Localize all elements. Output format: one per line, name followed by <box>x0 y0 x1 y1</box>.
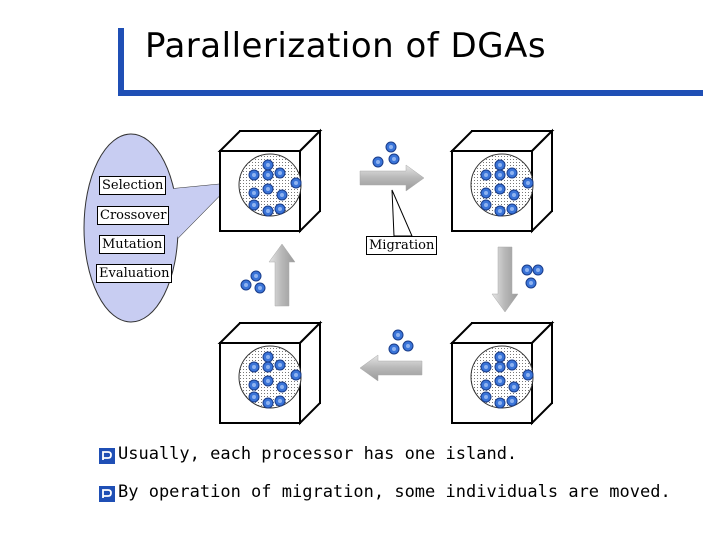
selection-label: Selection <box>99 176 167 195</box>
individual-icon <box>494 375 506 387</box>
migration-arrow-left <box>359 354 423 382</box>
individual-icon <box>506 359 518 371</box>
individual-icon <box>262 205 274 217</box>
checkbox-bullet-icon <box>99 486 115 502</box>
individual-icon <box>240 279 252 291</box>
bullet-text: Usually, each processor has one island. <box>118 444 518 464</box>
individual-icon <box>494 183 506 195</box>
individual-icon <box>385 141 397 153</box>
crossover-label: Crossover <box>97 206 170 225</box>
evaluation-label: Evaluation <box>96 264 173 283</box>
individual-icon <box>248 187 260 199</box>
individual-icon <box>532 264 544 276</box>
individual-icon <box>262 397 274 409</box>
individual-icon <box>388 153 400 165</box>
individual-icon <box>248 169 260 181</box>
migrant-group <box>372 141 400 168</box>
individual-icon <box>480 199 492 211</box>
island-cube <box>449 320 555 426</box>
individual-icon <box>506 167 518 179</box>
individual-icon <box>274 167 286 179</box>
migrant-group <box>521 264 544 289</box>
individual-icon <box>480 169 492 181</box>
island-cube <box>449 128 555 234</box>
individual-icon <box>254 282 266 294</box>
individual-icon <box>276 189 288 201</box>
individual-icon <box>494 361 506 373</box>
individual-icon <box>262 159 274 171</box>
title-accent-bar-vertical <box>118 28 124 96</box>
individual-icon <box>262 351 274 363</box>
individual-icon <box>290 369 302 381</box>
individual-icon <box>274 359 286 371</box>
individual-icon <box>290 177 302 189</box>
individual-icon <box>248 199 260 211</box>
bullet-text: By operation of migration, some individu… <box>118 482 671 502</box>
migrant-group <box>240 270 266 294</box>
individual-icon <box>480 379 492 391</box>
island-cube <box>217 128 323 234</box>
individual-icon <box>521 264 533 276</box>
operators-callout <box>83 133 234 323</box>
individual-icon <box>250 270 262 282</box>
individual-icon <box>494 205 506 217</box>
title-accent-bar-horizontal <box>118 90 703 96</box>
individual-icon <box>480 187 492 199</box>
individual-icon <box>525 277 537 289</box>
individual-icon <box>522 177 534 189</box>
individual-icon <box>274 395 286 407</box>
individual-icon <box>480 391 492 403</box>
individual-icon <box>494 159 506 171</box>
individual-icon <box>388 343 400 355</box>
individual-icon <box>494 169 506 181</box>
checkbox-bullet-icon <box>99 448 115 464</box>
individual-icon <box>262 169 274 181</box>
migration-callout-pointer <box>391 189 413 237</box>
individual-icon <box>274 203 286 215</box>
individual-icon <box>480 361 492 373</box>
mutation-label: Mutation <box>99 235 166 254</box>
migration-arrow-up <box>268 243 296 307</box>
island-cube <box>217 320 323 426</box>
individual-icon <box>392 329 404 341</box>
migrant-group <box>388 329 414 355</box>
individual-icon <box>262 361 274 373</box>
individual-icon <box>262 375 274 387</box>
individual-icon <box>522 369 534 381</box>
individual-icon <box>506 203 518 215</box>
migration-arrow-down <box>491 246 519 313</box>
individual-icon <box>508 189 520 201</box>
individual-icon <box>248 391 260 403</box>
individual-icon <box>248 361 260 373</box>
individual-icon <box>508 381 520 393</box>
individual-icon <box>276 381 288 393</box>
individual-icon <box>248 379 260 391</box>
page-title: Parallerization of DGAs <box>145 26 547 66</box>
callout-ellipse <box>83 133 179 323</box>
migration-arrow-right <box>359 164 425 192</box>
individual-icon <box>402 340 414 352</box>
individual-icon <box>506 395 518 407</box>
individual-icon <box>494 351 506 363</box>
individual-icon <box>494 397 506 409</box>
migration-label: Migration <box>366 236 438 255</box>
individual-icon <box>372 156 384 168</box>
individual-icon <box>262 183 274 195</box>
